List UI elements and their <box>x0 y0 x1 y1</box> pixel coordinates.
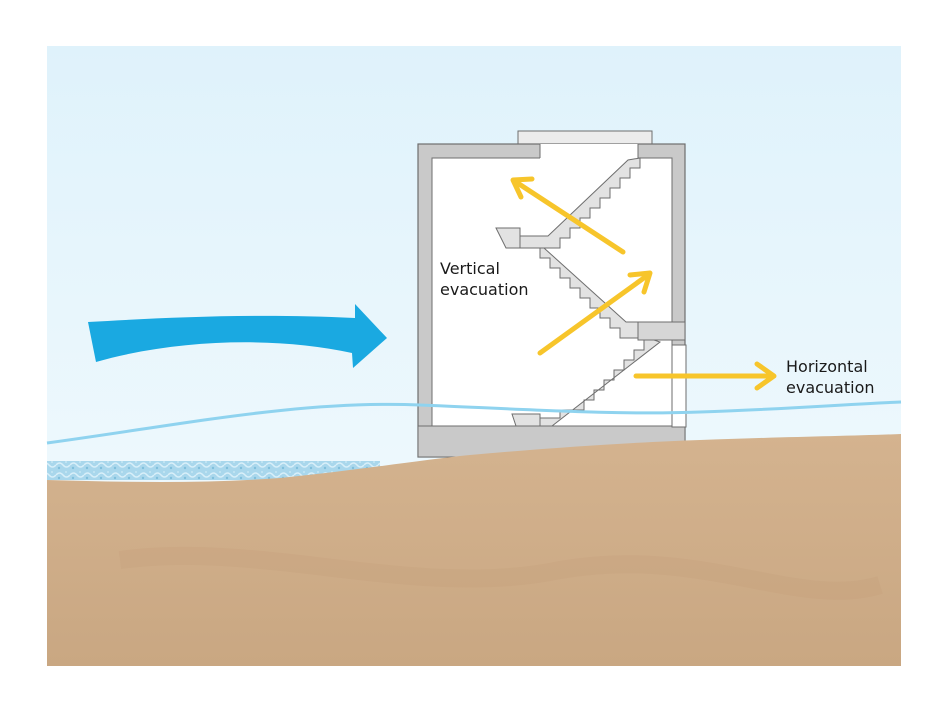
upper-stairs <box>495 157 641 339</box>
sea-water <box>47 461 380 480</box>
vertical-evacuation-label-line2: evacuation <box>440 280 529 299</box>
horizontal-evacuation-arrow-icon <box>633 361 777 391</box>
roof-opening <box>540 144 638 159</box>
horizontal-evacuation-label-line1: Horizontal <box>786 357 868 376</box>
floor-slab <box>637 321 686 341</box>
ground-texture <box>118 546 883 600</box>
horizontal-evacuation-label: Horizontal evacuation <box>786 356 875 398</box>
vertical-evacuation-arrows-icon <box>510 176 653 356</box>
roof-parapet <box>517 130 653 146</box>
vertical-evacuation-label-line1: Vertical <box>440 259 500 278</box>
lower-stairs <box>511 339 662 427</box>
ground <box>47 434 901 666</box>
horizontal-evacuation-label-line2: evacuation <box>786 378 875 397</box>
tsunami-water-line <box>46 400 902 445</box>
door-opening <box>671 344 687 428</box>
vertical-evacuation-label: Vertical evacuation <box>440 258 529 300</box>
tsunami-wave-arrow-icon <box>88 304 387 368</box>
